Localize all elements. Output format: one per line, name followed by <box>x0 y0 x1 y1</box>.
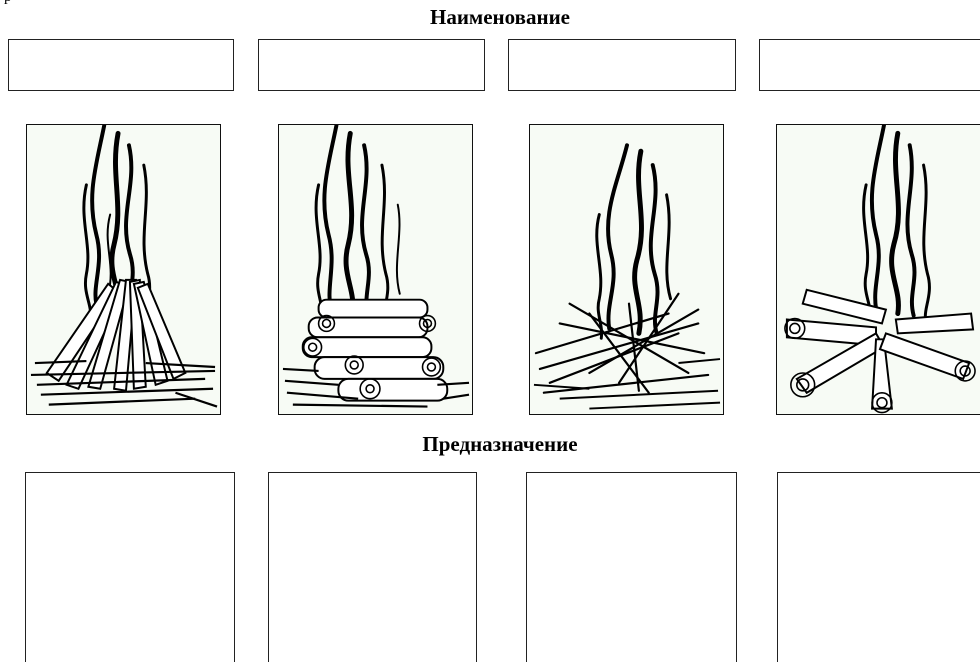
name-field-2[interactable] <box>258 39 485 91</box>
brushwood-fire-picture <box>529 124 724 415</box>
purpose-field-3[interactable] <box>526 472 737 662</box>
star-fire-icon <box>777 125 980 414</box>
well-fire-picture <box>278 124 473 415</box>
name-heading: Наименование <box>10 5 980 29</box>
name-field-3[interactable] <box>508 39 736 91</box>
purpose-field-4[interactable] <box>777 472 980 662</box>
brushwood-fire-icon <box>530 125 723 414</box>
well-fire-icon <box>279 125 472 414</box>
teepee-fire-picture <box>26 124 221 415</box>
purpose-field-2[interactable] <box>268 472 477 662</box>
name-field-1[interactable] <box>8 39 234 91</box>
purpose-heading: Предназначение <box>10 432 980 456</box>
star-fire-picture <box>776 124 980 415</box>
purpose-field-1[interactable] <box>25 472 235 662</box>
name-field-4[interactable] <box>759 39 980 91</box>
teepee-fire-icon <box>27 125 220 414</box>
